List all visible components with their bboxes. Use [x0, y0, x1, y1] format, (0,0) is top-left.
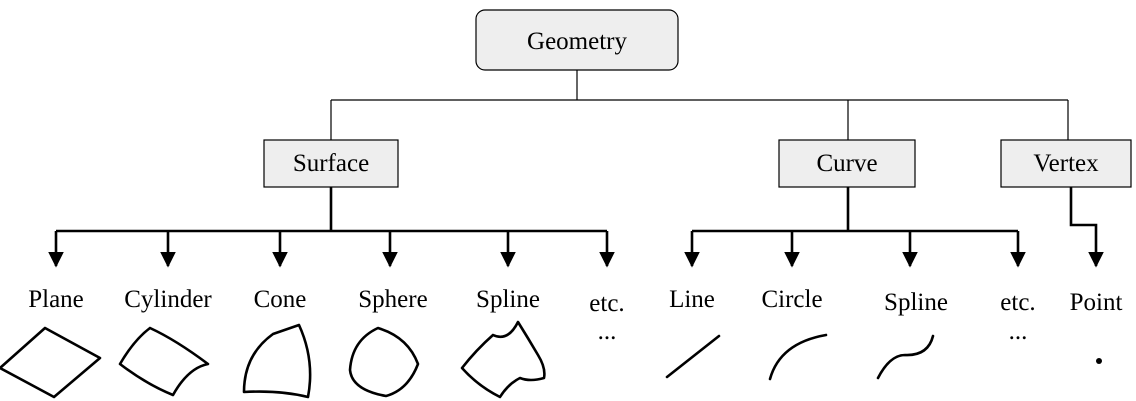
spline-curve-icon — [876, 334, 935, 380]
leaf-label-circle: Circle — [761, 286, 822, 313]
leaf-label-curve-etc: etc. — [1000, 289, 1035, 316]
leaf-label-sphere: Sphere — [358, 286, 427, 313]
root-node-geometry: Geometry — [475, 9, 679, 71]
category-label-vertex: Vertex — [1033, 150, 1099, 177]
root-connectors — [330, 70, 1069, 140]
category-node-surface: Surface — [263, 139, 399, 188]
cone-icon — [242, 323, 312, 399]
leaf-label-cylinder: Cylinder — [124, 286, 212, 313]
category-node-curve: Curve — [778, 139, 916, 188]
leaf-label-surface-etc: etc. — [589, 290, 624, 317]
leaf-label-spline-surface: Spline — [476, 286, 540, 313]
category-node-vertex: Vertex — [1000, 139, 1132, 188]
line-icon — [665, 334, 721, 379]
category-label-surface: Surface — [293, 150, 369, 177]
surface-etc-ellipsis: ... — [598, 318, 617, 345]
circle-arc-icon — [768, 333, 828, 381]
leaf-label-cone: Cone — [254, 286, 307, 313]
category-label-curve: Curve — [816, 150, 877, 177]
sphere-icon — [348, 326, 420, 398]
leaf-label-line: Line — [669, 286, 715, 313]
vertex-branch-arrow — [1069, 187, 1104, 268]
curve-etc-ellipsis: ... — [1009, 318, 1028, 345]
spline-surface-icon — [460, 320, 546, 399]
curve-type-labels: Line Circle Spline etc. — [669, 286, 1036, 316]
point-icon — [1096, 358, 1102, 364]
surface-branch-arrows — [48, 187, 615, 268]
cylinder-icon — [118, 326, 210, 397]
curve-branch-arrows — [684, 187, 1026, 268]
leaf-label-spline-curve: Spline — [884, 289, 948, 316]
leaf-label-plane: Plane — [28, 286, 84, 313]
leaf-label-point: Point — [1070, 289, 1123, 316]
plane-icon — [0, 326, 102, 399]
surface-type-labels: Plane Cylinder Cone Sphere Spline etc. — [28, 286, 624, 317]
root-label: Geometry — [527, 28, 627, 55]
arrow-to-point — [1069, 187, 1104, 268]
